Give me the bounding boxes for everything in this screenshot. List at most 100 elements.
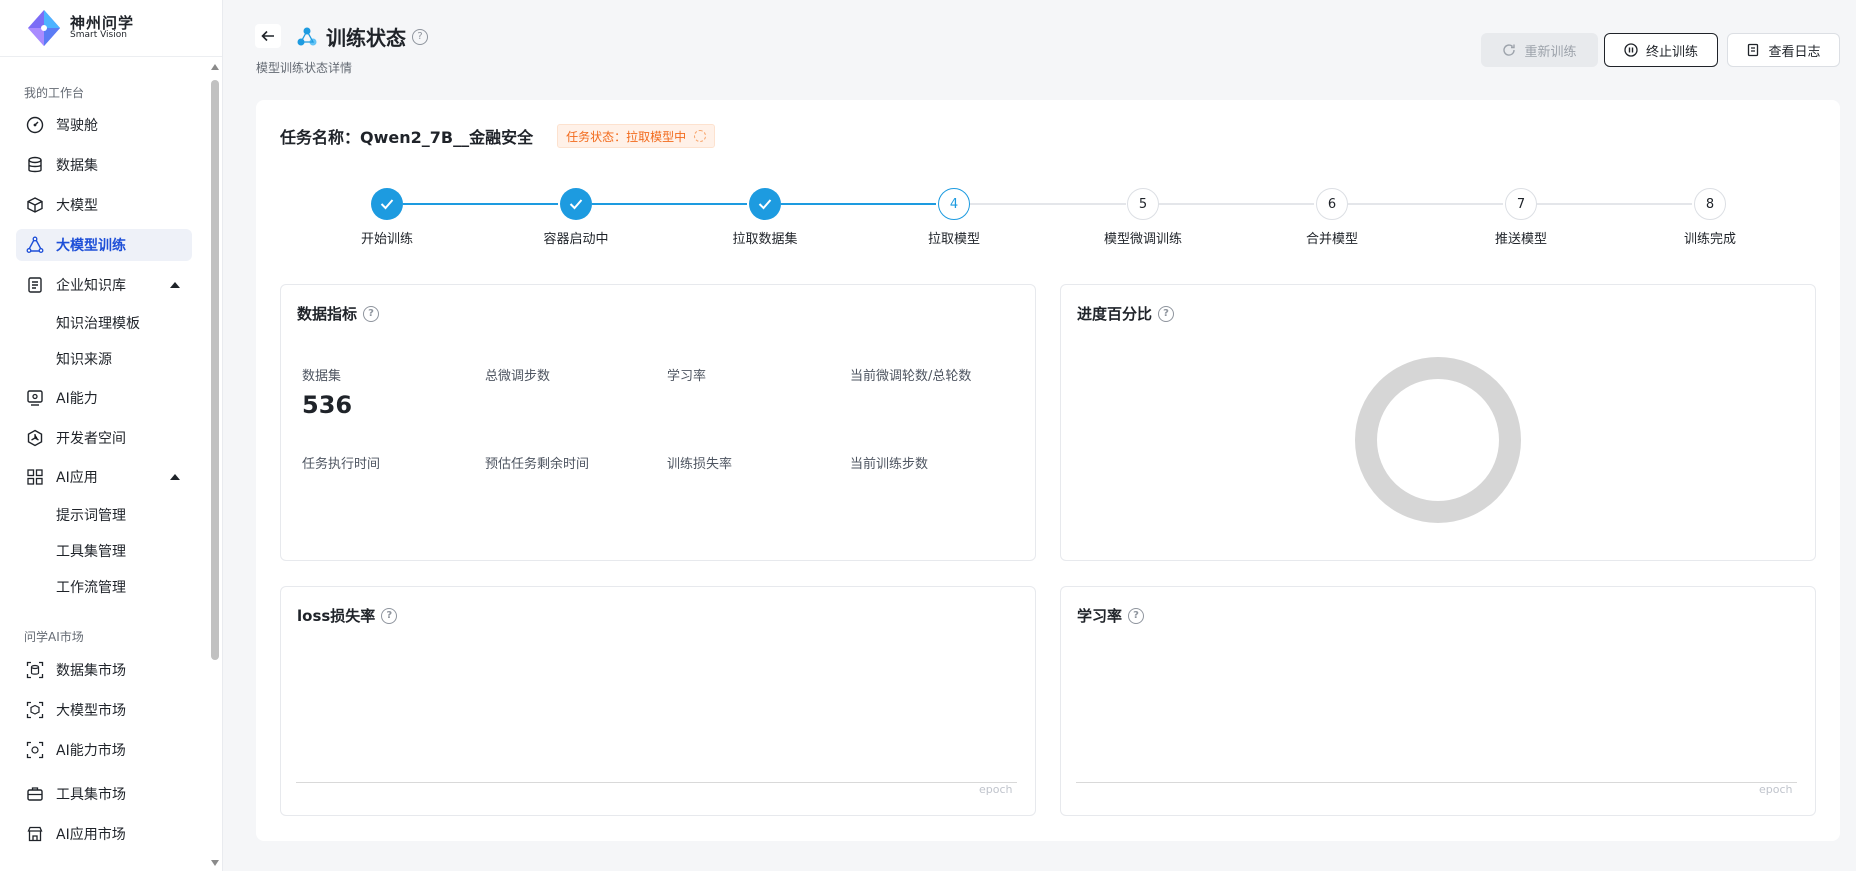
learning-rate-chart-panel: 学习率 ? epoch: [1060, 586, 1816, 816]
step-7-circle: 7: [1505, 188, 1537, 220]
sidebar-item-label: 工具集市场: [56, 787, 126, 803]
panel-title: 学习率 ?: [1077, 605, 1145, 626]
help-icon[interactable]: ?: [1158, 305, 1175, 322]
sidebar-subitem-workflow-manage[interactable]: 工作流管理: [56, 580, 126, 596]
dataset-market-icon: [26, 661, 44, 679]
sidebar: 神州问学 Smart Vision 我的工作台 驾驶舱 数据集 大模型 大模型训…: [0, 0, 223, 871]
sidebar-subitem-knowledge-template[interactable]: 知识治理模板: [56, 316, 140, 332]
ai-market-icon: [26, 741, 44, 759]
sidebar-item-developer-space[interactable]: 开发者空间: [16, 422, 192, 454]
arrow-left-icon: [261, 30, 274, 42]
developer-space-icon: [26, 429, 44, 447]
sidebar-subitem-toolset-manage[interactable]: 工具集管理: [56, 544, 126, 560]
help-icon[interactable]: ?: [381, 607, 398, 624]
sidebar-item-model-market[interactable]: 大模型市场: [16, 694, 192, 726]
sidebar-item-label: 开发者空间: [56, 431, 126, 447]
toolbox-market-icon: [26, 785, 44, 803]
help-icon[interactable]: ?: [363, 305, 380, 322]
database-icon: [26, 156, 44, 174]
sidebar-item-ai-market[interactable]: AI能力市场: [16, 734, 192, 766]
view-log-button-label: 查看日志: [1768, 44, 1821, 60]
stop-training-button-label: 终止训练: [1645, 44, 1698, 60]
collapse-caret-icon[interactable]: [170, 282, 180, 288]
panel-title: loss损失率 ?: [297, 605, 398, 626]
step-connector: [403, 203, 558, 205]
metric-label-exec-time: 任务执行时间: [302, 457, 381, 472]
step-1-label: 开始训练: [360, 232, 413, 247]
view-log-button[interactable]: 查看日志: [1727, 33, 1840, 67]
sidebar-item-app-market[interactable]: AI应用市场: [16, 818, 192, 850]
metric-label-epoch-progress: 当前微调轮数/总轮数: [850, 369, 972, 384]
sidebar-item-model-training[interactable]: 大模型训练: [16, 229, 192, 261]
data-metrics-title: 数据指标: [297, 305, 358, 323]
model-training-icon: [297, 27, 317, 45]
workspace-section-label: 我的工作台: [24, 86, 85, 100]
step-2-label: 容器启动中: [543, 232, 609, 247]
step-8-label: 训练完成: [1683, 232, 1736, 247]
logo-divider: [0, 56, 222, 57]
sidebar-item-label: 大模型市场: [56, 703, 126, 719]
market-section-label: 问学AI市场: [24, 630, 84, 644]
brand-name: 神州问学: [70, 13, 135, 32]
sidebar-item-ai-apps[interactable]: AI应用: [16, 461, 192, 493]
collapse-caret-icon[interactable]: [170, 474, 180, 480]
sidebar-item-label: 企业知识库: [56, 278, 126, 294]
back-button[interactable]: [255, 24, 281, 48]
sidebar-item-label: AI能力市场: [56, 743, 126, 759]
sidebar-item-dashboard[interactable]: 驾驶舱: [16, 109, 192, 141]
dashboard-icon: [26, 116, 44, 134]
sidebar-item-toolbox-market[interactable]: 工具集市场: [16, 778, 192, 810]
step-connector: [970, 203, 1126, 205]
scrollbar-thumb[interactable]: [211, 80, 219, 660]
loading-spinner-icon: [694, 130, 707, 142]
status-badge-text: 任务状态：拉取模型中: [566, 129, 687, 144]
data-metrics-panel: 数据指标 ? 数据集 536 总微调步数 学习率 当前微调轮数/总轮数 任务执行…: [280, 284, 1036, 561]
panel-title: 进度百分比 ?: [1077, 303, 1175, 324]
sidebar-item-model[interactable]: 大模型: [16, 189, 192, 221]
apps-grid-icon: [26, 468, 44, 486]
sidebar-item-dataset[interactable]: 数据集: [16, 149, 192, 181]
sidebar-subitem-prompt-manage[interactable]: 提示词管理: [56, 508, 126, 524]
brand-logo[interactable]: 神州问学 Smart Vision: [24, 8, 214, 48]
retrain-button-label: 重新训练: [1524, 44, 1577, 60]
chart-x-axis: [296, 782, 1017, 783]
sidebar-item-knowledge-base[interactable]: 企业知识库: [16, 269, 192, 301]
help-icon[interactable]: ?: [1128, 607, 1145, 624]
model-training-icon: [26, 236, 44, 254]
step-4-label: 拉取模型: [927, 232, 980, 247]
status-badge: 任务状态：拉取模型中: [557, 124, 716, 148]
refresh-icon: [1502, 43, 1516, 57]
step-3-check-icon: [749, 188, 781, 220]
step-connector: [592, 203, 747, 205]
step-connector: [1159, 203, 1314, 205]
panel-title: 数据指标 ?: [297, 303, 380, 324]
metric-label-train-loss: 训练损失率: [667, 457, 733, 472]
loss-chart-title: loss损失率: [297, 607, 376, 625]
sidebar-item-label: 驾驶舱: [56, 118, 98, 134]
retrain-button[interactable]: 重新训练: [1481, 33, 1598, 67]
sidebar-subitem-knowledge-source[interactable]: 知识来源: [56, 352, 112, 368]
metric-label-learning-rate: 学习率: [667, 369, 707, 384]
document-icon: [1746, 43, 1760, 57]
stop-training-button[interactable]: 终止训练: [1604, 33, 1718, 67]
help-icon[interactable]: ?: [412, 28, 428, 45]
scroll-up-arrow-icon[interactable]: [211, 64, 219, 70]
brand-subname: Smart Vision: [70, 30, 127, 41]
sidebar-item-label: 大模型: [56, 198, 98, 214]
sidebar-item-ai-capability[interactable]: AI能力: [16, 382, 192, 414]
sidebar-item-dataset-market[interactable]: 数据集市场: [16, 654, 192, 686]
step-1-check-icon: [371, 188, 403, 220]
sidebar-scrollbar[interactable]: [208, 62, 222, 868]
sidebar-item-label: 数据集: [56, 158, 98, 174]
page-title: 训练状态: [326, 26, 406, 50]
progress-donut-chart: [1355, 357, 1521, 523]
scroll-down-arrow-icon[interactable]: [211, 860, 219, 866]
sidebar-item-label: AI能力: [56, 391, 98, 407]
task-name: 任务名称：Qwen2_7B__金融安全: [280, 128, 534, 147]
cube-icon: [26, 196, 44, 214]
metric-value-dataset: 536: [302, 391, 353, 419]
loss-chart-panel: loss损失率 ? epoch: [280, 586, 1036, 816]
brand-logo-icon: [24, 8, 64, 48]
metric-label-total-steps: 总微调步数: [485, 369, 551, 384]
step-7-label: 推送模型: [1494, 232, 1547, 247]
